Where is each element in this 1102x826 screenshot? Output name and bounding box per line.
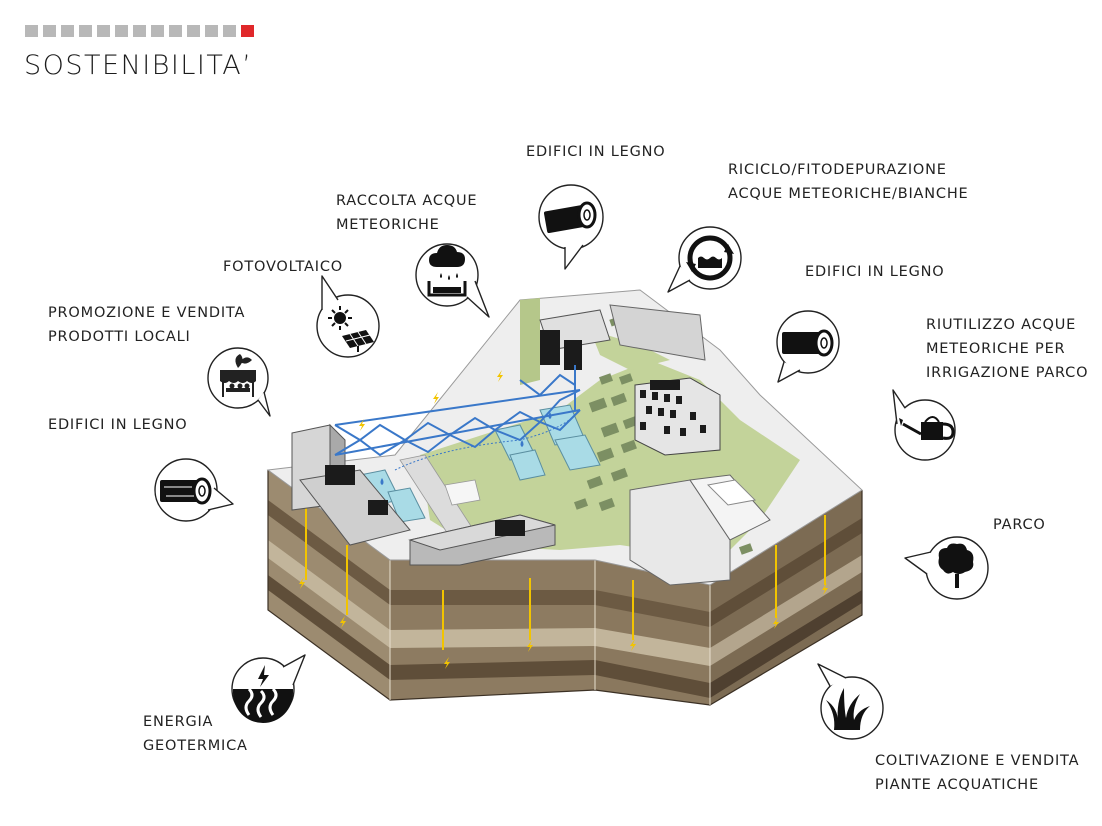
geothermal-icon — [231, 654, 306, 723]
progress-step-active — [241, 25, 254, 37]
label-edifici-in-legno-left: EDIFICI IN LEGNO — [48, 417, 188, 433]
sun-solar-panel-icon — [316, 275, 380, 358]
watering-can-icon — [892, 389, 956, 461]
progress-step — [43, 25, 56, 37]
progress-step — [151, 25, 164, 37]
tree-icon — [904, 536, 989, 600]
aquatic-grass-icon — [817, 663, 884, 740]
label-fotovoltaico: FOTOVOLTAICO — [223, 259, 343, 275]
progress-step — [187, 25, 200, 37]
label-parco: PARCO — [993, 517, 1046, 533]
recycle-water-icon — [667, 226, 742, 293]
buildings — [291, 304, 771, 586]
page-title: SOSTENIBILITA’ — [24, 50, 253, 81]
progress-step — [115, 25, 128, 37]
progress-step — [205, 25, 218, 37]
label-promozione-prodotti-locali: PROMOZIONE E VENDITA PRODOTTI LOCALI — [48, 305, 246, 345]
label-edifici-in-legno-right: EDIFICI IN LEGNO — [805, 264, 945, 280]
water-drops — [380, 412, 552, 485]
soil-block — [267, 470, 863, 706]
progress-step — [61, 25, 74, 37]
log-icon — [776, 310, 840, 383]
market-stall-icon — [207, 347, 271, 417]
label-raccolta-acque-meteoriche: RACCOLTA ACQUE METEORICHE — [336, 193, 478, 233]
progress-step — [169, 25, 182, 37]
label-energia-geotermica: ENERGIA GEOTERMICA — [143, 714, 248, 754]
label-riciclo-fitodepurazione: RICICLO/FITODEPURAZIONE ACQUE METEORICHE… — [728, 162, 969, 202]
progress-step — [25, 25, 38, 37]
log-icon — [538, 184, 604, 270]
photovoltaic-truss — [334, 365, 581, 471]
progress-step — [79, 25, 92, 37]
log-icon — [154, 458, 234, 522]
slide-progress-indicator — [25, 25, 254, 37]
label-coltivazione-piante-acquatiche: COLTIVAZIONE E VENDITA PIANTE ACQUATICHE — [875, 753, 1080, 793]
label-edifici-in-legno-top: EDIFICI IN LEGNO — [526, 144, 666, 160]
progress-step — [133, 25, 146, 37]
rain-cloud-basin-icon — [415, 243, 490, 318]
label-riutilizzo-acque: RIUTILIZZO ACQUE METEORICHE PER IRRIGAZI… — [926, 317, 1089, 381]
progress-step — [223, 25, 236, 37]
progress-step — [97, 25, 110, 37]
